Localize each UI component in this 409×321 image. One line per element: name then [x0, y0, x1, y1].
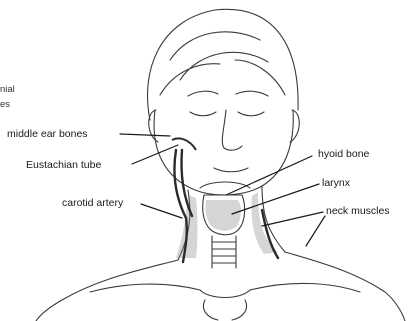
left-clavicle	[90, 284, 200, 292]
right-shoulder	[285, 252, 405, 321]
right-ear	[290, 110, 299, 142]
hair-strands	[160, 32, 285, 95]
label-eustachian-tube: Eustachian tube	[26, 159, 101, 171]
hair-outline	[148, 9, 299, 120]
left-ear	[149, 110, 158, 142]
left-shoulder	[36, 260, 178, 321]
leader-larynx	[232, 184, 319, 214]
leader-neck-muscles-2	[306, 216, 325, 246]
left-eyebrow	[188, 91, 218, 96]
leader-neck-muscles-1	[262, 212, 323, 226]
larynx-shading	[205, 200, 240, 231]
leader-middle-ear-bones	[120, 134, 170, 136]
label-carotid-artery: carotid artery	[62, 197, 123, 209]
left-eye	[190, 112, 216, 116]
label-cranial-fragment-bottom: es	[0, 99, 10, 111]
leader-hyoid-bone	[226, 156, 312, 195]
sternum	[200, 290, 250, 320]
label-neck-muscles: neck muscles	[326, 205, 390, 217]
eustachian-tube-sketch	[172, 138, 196, 150]
right-eye	[238, 112, 264, 116]
right-eyebrow	[236, 91, 268, 96]
label-larynx: larynx	[322, 177, 350, 189]
label-middle-ear-bones: middle ear bones	[7, 128, 88, 140]
label-hyoid-bone: hyoid bone	[318, 148, 369, 160]
leader-eustachian-tube	[132, 145, 178, 164]
nose	[222, 110, 242, 150]
label-cranial-fragment-top: nial	[0, 84, 15, 96]
right-clavicle	[250, 283, 360, 292]
leader-carotid-artery	[141, 204, 182, 218]
mouth	[214, 168, 248, 172]
trachea-rings	[212, 242, 236, 263]
